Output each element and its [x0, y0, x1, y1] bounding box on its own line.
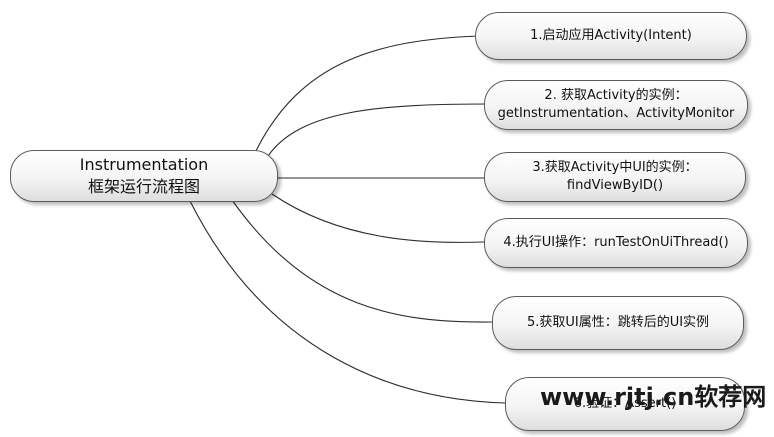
- connector-4: [271, 193, 485, 243]
- step-node-2: 2. 获取Activity的实例： getInstrumentation、Act…: [484, 80, 748, 130]
- connector-5: [231, 199, 493, 323]
- step-node-3: 3.获取Activity中UI的实例： findViewByID(): [484, 152, 746, 202]
- step-4-text: 4.执行UI操作：runTestOnUiThread(): [503, 235, 729, 251]
- connector-6: [189, 200, 507, 404]
- step-6-text: 6.验证：Assert(): [573, 396, 677, 412]
- step-2-text-line1: 2. 获取Activity的实例：: [544, 88, 688, 104]
- step-3-text-line2: findViewByID(): [566, 178, 664, 193]
- central-title-line2: 框架运行流程图: [87, 177, 200, 196]
- step-node-5: 5.获取UI属性：跳转后的UI实例: [492, 296, 744, 350]
- central-node: Instrumentation 框架运行流程图: [10, 150, 278, 202]
- step-5-text: 5.获取UI属性：跳转后的UI实例: [526, 315, 710, 331]
- step-1-text: 1.启动应用Activity(Intent): [530, 28, 692, 44]
- step-2-text-line2: getInstrumentation、ActivityMonitor: [497, 106, 735, 121]
- step-node-4: 4.执行UI操作：runTestOnUiThread(): [484, 218, 748, 268]
- connector-2: [267, 103, 491, 157]
- central-title-line1: Instrumentation: [79, 155, 209, 175]
- step-3-text-line1: 3.获取Activity中UI的实例：: [532, 160, 698, 176]
- connector-1: [254, 35, 479, 154]
- site-watermark: www.rjtj.cn软荐网: [540, 383, 767, 411]
- step-node-1: 1.启动应用Activity(Intent): [475, 12, 747, 60]
- step-node-6: 6.验证：Assert(): [505, 377, 745, 431]
